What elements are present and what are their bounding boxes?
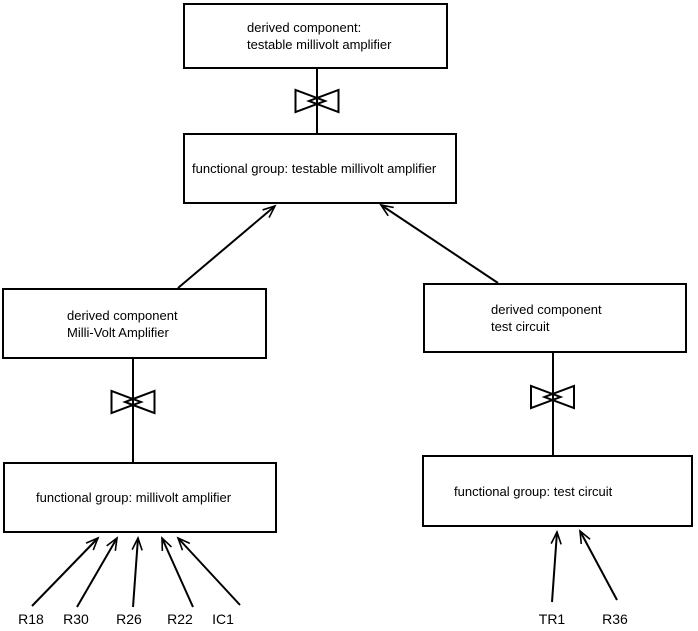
component-label-r26: R26 bbox=[116, 611, 142, 627]
edge-tr1-arrow bbox=[550, 529, 562, 603]
edge-derived-millivolt-to-fg-testable-arrow bbox=[177, 204, 277, 289]
edge-ic1-arrow bbox=[176, 536, 241, 606]
box-functional-group-testable-millivolt-amplifier: functional group: testable millivolt amp… bbox=[183, 133, 457, 204]
edge-r22-arrow bbox=[161, 536, 194, 608]
edge-r18-arrow bbox=[31, 536, 100, 607]
component-label-tr1: TR1 bbox=[538, 611, 566, 627]
box-label-line1: derived component: bbox=[247, 20, 362, 35]
bowtie-decomposition-left-icon bbox=[110, 389, 156, 415]
box-label-line1: functional group: millivolt amplifier bbox=[36, 490, 232, 505]
box-derived-component-testable-millivolt-amplifier: derived component: testable millivolt am… bbox=[183, 3, 448, 69]
box-label-line1: functional group: testable millivolt amp… bbox=[192, 161, 437, 176]
box-label-line2: testable millivolt amplifier bbox=[247, 37, 392, 52]
component-label-r22: R22 bbox=[167, 611, 193, 627]
edge-derived-testckt-to-fg-testable-arrow bbox=[379, 203, 499, 284]
box-derived-component-millivolt-amplifier: derived component Milli-Volt Amplifier bbox=[2, 288, 267, 359]
box-label-line1: derived component bbox=[491, 302, 602, 317]
component-label-r18: R18 bbox=[18, 611, 44, 627]
edge-r30-arrow bbox=[76, 536, 119, 608]
component-label-r36: R36 bbox=[602, 611, 628, 627]
edge-r36-arrow bbox=[579, 529, 618, 601]
box-label-line2: test circuit bbox=[491, 319, 550, 334]
box-derived-component-test-circuit: derived component test circuit bbox=[423, 283, 687, 353]
box-label-line1: derived component bbox=[67, 307, 178, 323]
box-label-line1: functional group: test circuit bbox=[454, 483, 613, 499]
edge-r26-arrow bbox=[131, 535, 143, 608]
box-functional-group-test-circuit: functional group: test circuit bbox=[422, 455, 693, 527]
box-functional-group-millivolt-amplifier: functional group: millivolt amplifier bbox=[3, 462, 277, 533]
box-label-line2: Milli-Volt Amplifier bbox=[67, 324, 169, 340]
component-label-r30: R30 bbox=[63, 611, 89, 627]
component-label-ic1: IC1 bbox=[212, 611, 234, 627]
bowtie-decomposition-top-icon bbox=[294, 88, 340, 114]
bowtie-decomposition-right-icon bbox=[530, 384, 575, 410]
